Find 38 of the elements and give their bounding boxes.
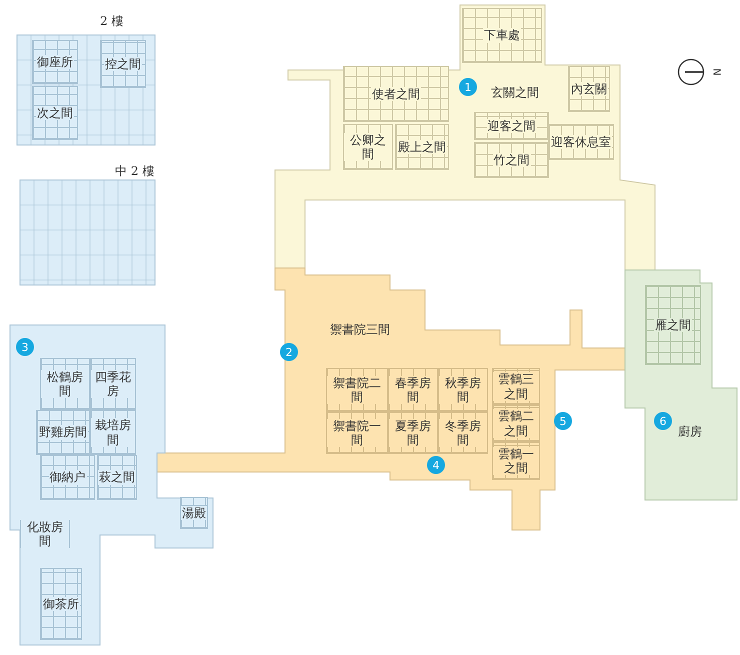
number-badge: 5 bbox=[554, 412, 572, 430]
room-label: 雁之間 bbox=[654, 318, 692, 332]
floor-heading: 中 2 樓 bbox=[115, 163, 154, 180]
room-label: 公卿之間 bbox=[344, 132, 392, 162]
room-label: 御茶所 bbox=[42, 596, 80, 612]
room-label: 雲鶴三之間 bbox=[493, 372, 539, 401]
room-label: 下車處 bbox=[483, 28, 521, 43]
room-label: 冬季房間 bbox=[439, 418, 487, 448]
room-label: 次之間 bbox=[36, 106, 74, 120]
room-label: 湯殿 bbox=[181, 506, 207, 520]
room-label: 野雞房間 bbox=[38, 425, 88, 440]
floor-heading: 2 樓 bbox=[100, 13, 124, 30]
room-label: 竹之間 bbox=[492, 152, 530, 168]
number-badge: 2 bbox=[280, 343, 298, 361]
room-label: 使者之間 bbox=[371, 86, 421, 102]
room-label: 栽培房間 bbox=[91, 418, 135, 447]
compass-letter: N bbox=[710, 68, 722, 76]
room-label: 殿上之間 bbox=[397, 140, 447, 154]
room-label: 夏季房間 bbox=[389, 418, 437, 448]
room-label: 御座所 bbox=[36, 54, 74, 70]
room-label: 控之間 bbox=[104, 56, 142, 72]
room-label: 禦書院二間 bbox=[327, 376, 387, 404]
room-label: 廚房 bbox=[678, 424, 702, 440]
room-label: 玄關之間 bbox=[491, 84, 539, 102]
room-label: 內玄關 bbox=[570, 82, 608, 96]
room-label: 化妝房間 bbox=[21, 520, 69, 548]
room-label: 萩之間 bbox=[98, 470, 136, 485]
room-label: 迎客之間 bbox=[486, 118, 536, 134]
room-label: 四季花房 bbox=[91, 370, 135, 398]
room-label: 雲鶴二之間 bbox=[493, 409, 539, 438]
room-label: 秋季房間 bbox=[439, 376, 487, 404]
room-label: 御納户 bbox=[48, 470, 86, 485]
room-label: 禦書院一間 bbox=[327, 418, 387, 448]
room-label: 禦書院三間 bbox=[330, 322, 390, 338]
room-label: 雲鶴一之間 bbox=[493, 446, 539, 476]
room-label: 春季房間 bbox=[389, 376, 437, 404]
room-label: 松鶴房間 bbox=[41, 370, 89, 398]
room-label: 迎客休息室 bbox=[550, 134, 612, 150]
